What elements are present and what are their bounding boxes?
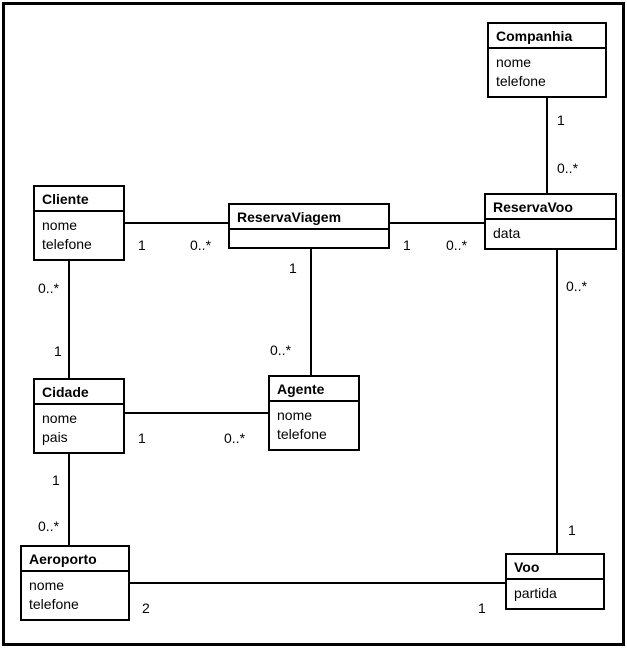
multiplicity-label: 1 — [476, 600, 488, 616]
association-reservavoo-voo — [556, 240, 558, 560]
class-name: Cidade — [35, 380, 123, 405]
multiplicity-label: 1 — [136, 237, 148, 253]
multiplicity-label: 0..* — [222, 430, 248, 446]
multiplicity-label: 0..* — [188, 237, 214, 253]
multiplicity-label: 0..* — [36, 518, 62, 534]
class-attributes: data — [486, 220, 615, 248]
association-companhia-reservavoo — [546, 90, 548, 200]
association-reservaviagem-agente — [310, 230, 312, 382]
class-name: Aeroporto — [22, 547, 128, 572]
class-name: Cliente — [35, 187, 123, 212]
class-box-voo: Voo partida — [505, 553, 605, 610]
attribute: data — [493, 225, 521, 241]
class-name: Voo — [507, 555, 603, 580]
attribute: partida — [514, 585, 557, 601]
multiplicity-label: 0..* — [268, 342, 294, 358]
association-aeroporto-voo — [120, 582, 512, 584]
multiplicity-label: 0..* — [444, 237, 470, 253]
class-name: Agente — [270, 377, 358, 402]
class-attributes: partida — [507, 580, 603, 608]
attribute: telefone — [29, 596, 79, 612]
attribute: nome — [42, 410, 78, 426]
association-cidade-agente — [115, 412, 275, 414]
multiplicity-label: 1 — [401, 237, 413, 253]
class-box-aeroporto: Aeroporto nome telefone — [20, 545, 130, 621]
multiplicity-label: 1 — [555, 112, 567, 128]
class-attributes: nome telefone — [22, 572, 128, 619]
attribute: pais — [42, 429, 68, 445]
multiplicity-label: 0..* — [36, 280, 62, 296]
attribute: nome — [277, 407, 313, 423]
multiplicity-label: 1 — [136, 430, 148, 446]
class-box-agente: Agente nome telefone — [268, 375, 360, 451]
multiplicity-label: 2 — [140, 600, 152, 616]
attribute: telefone — [277, 426, 327, 442]
multiplicity-label: 0..* — [564, 278, 590, 294]
association-cidade-aeroporto — [68, 450, 70, 552]
class-box-companhia: Companhia nome telefone — [487, 22, 607, 98]
class-attributes: nome telefone — [489, 49, 605, 96]
class-name: ReservaViagem — [230, 205, 388, 230]
multiplicity-label: 1 — [52, 343, 64, 359]
multiplicity-label: 1 — [287, 260, 299, 276]
attribute: nome — [29, 577, 65, 593]
association-cliente-cidade — [68, 255, 70, 385]
attribute: nome — [496, 54, 532, 70]
attribute: telefone — [42, 236, 92, 252]
class-attributes: nome telefone — [270, 402, 358, 449]
multiplicity-label: 1 — [50, 472, 62, 488]
class-box-reservavoo: ReservaVoo data — [484, 193, 617, 250]
class-attributes — [230, 230, 388, 247]
class-attributes: nome pais — [35, 405, 123, 452]
class-box-reservaviagem: ReservaViagem — [228, 203, 390, 249]
class-attributes: nome telefone — [35, 212, 123, 259]
class-box-cliente: Cliente nome telefone — [33, 185, 125, 261]
multiplicity-label: 1 — [566, 522, 578, 538]
class-name: Companhia — [489, 24, 605, 49]
class-name: ReservaVoo — [486, 195, 615, 220]
class-box-cidade: Cidade nome pais — [33, 378, 125, 454]
association-reservaviagem-reservavoo — [384, 222, 492, 224]
association-cliente-reservaviagem — [115, 222, 236, 224]
attribute: telefone — [496, 73, 546, 89]
attribute: nome — [42, 217, 78, 233]
multiplicity-label: 0..* — [555, 160, 581, 176]
